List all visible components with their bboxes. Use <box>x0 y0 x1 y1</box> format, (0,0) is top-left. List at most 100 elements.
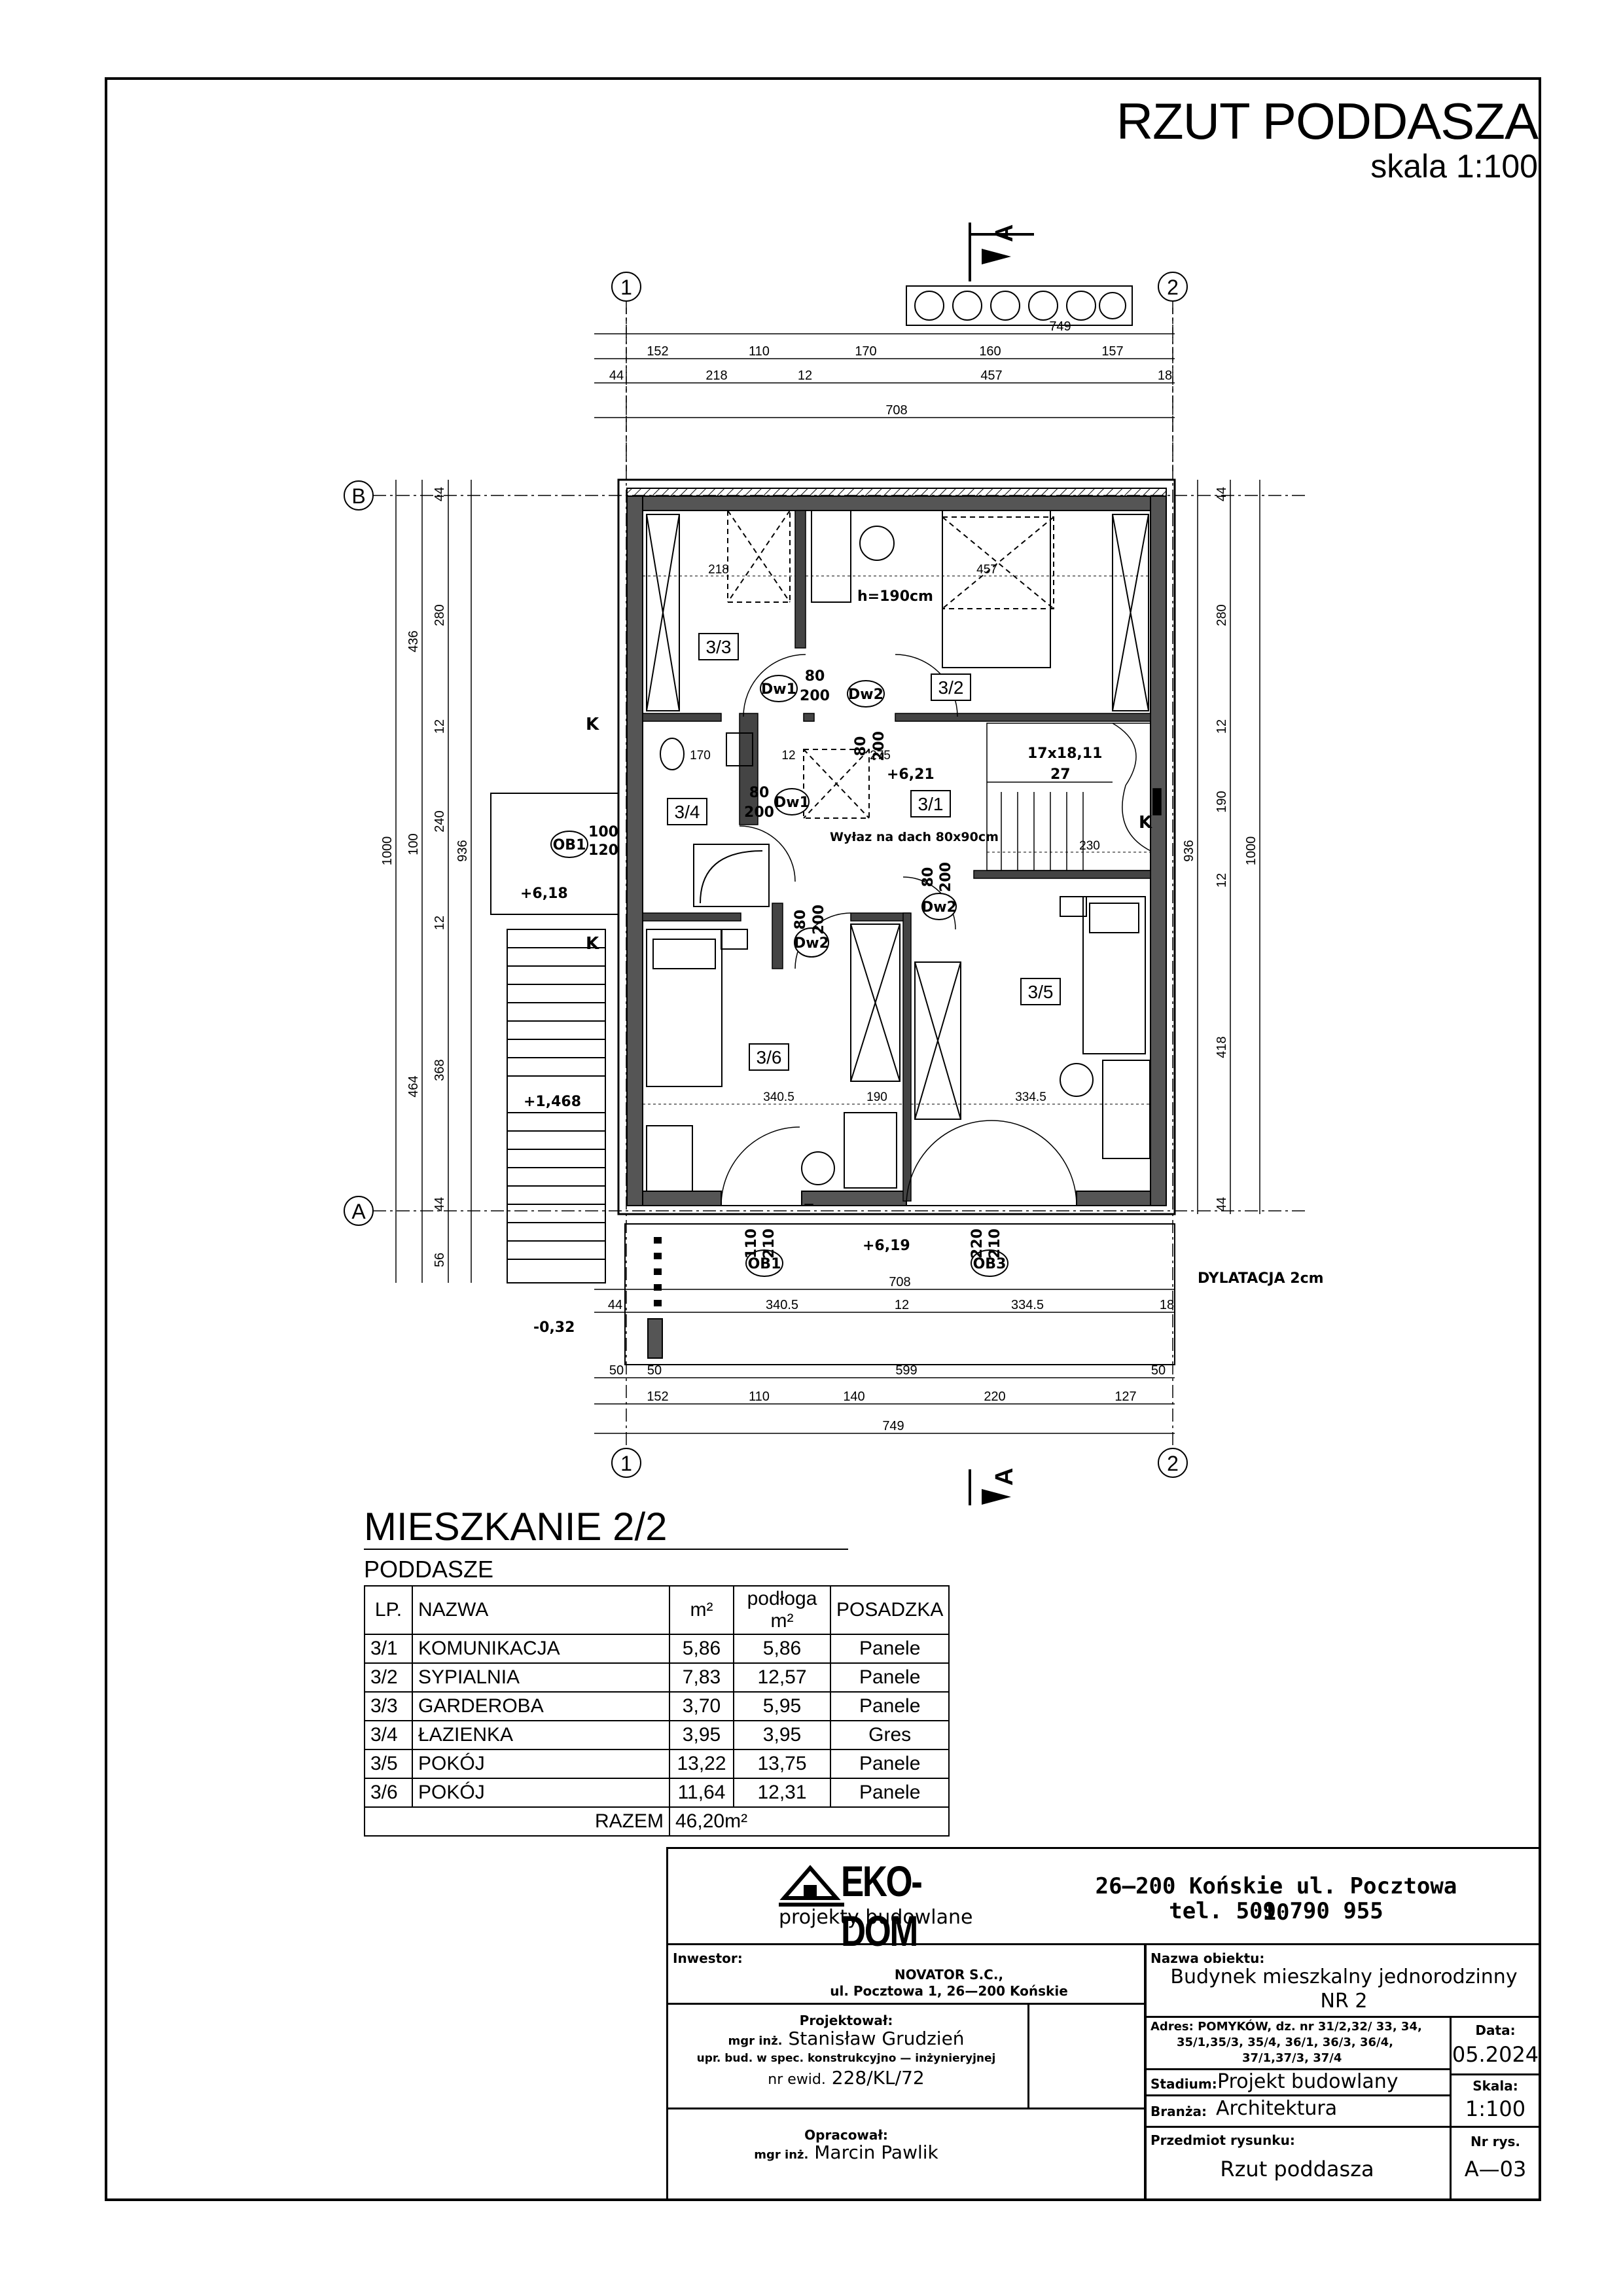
svg-text:K: K <box>1139 813 1152 833</box>
svg-text:1: 1 <box>620 276 632 299</box>
total-label: RAZEM <box>364 1806 670 1837</box>
rule <box>1144 2016 1541 2018</box>
svg-text:44: 44 <box>433 1197 447 1211</box>
svg-text:12: 12 <box>433 916 447 930</box>
svg-text:+6,21: +6,21 <box>887 766 935 783</box>
bottom-balcony <box>624 1223 1175 1365</box>
subject-value: Rzut poddasza <box>1220 2157 1374 2181</box>
svg-text:200: 200 <box>938 862 954 892</box>
svg-text:1000: 1000 <box>380 836 395 866</box>
svg-text:2: 2 <box>1167 276 1179 299</box>
svg-text:936: 936 <box>455 840 470 861</box>
svg-text:12: 12 <box>781 749 795 762</box>
room-labels: 3/3 3/2 3/4 3/1 3/6 3/5 <box>667 633 1061 1071</box>
svg-text:50: 50 <box>647 1363 662 1378</box>
company-logo: EKO-DOM projekty budowlane <box>779 1857 1014 1955</box>
col-header: m² <box>669 1585 734 1635</box>
section-marker-bottom: A <box>969 1468 1018 1505</box>
svg-text:152: 152 <box>647 344 668 359</box>
staircase <box>986 723 1162 871</box>
svg-text:200: 200 <box>811 905 827 935</box>
plan-inner-dims: 218 457 170 275 12 230 340.5 334.5 190 <box>690 563 1100 1104</box>
door-tag: Dw1 <box>761 681 796 698</box>
svg-text:50: 50 <box>1151 1363 1166 1378</box>
section-label-top: A <box>991 224 1018 242</box>
plan-notes: h=190cm 17x18,11 27 Wyłaz na dach 80x90c… <box>520 588 1324 1336</box>
interior-walls <box>642 510 1151 1206</box>
svg-text:280: 280 <box>1215 604 1229 626</box>
rule <box>1144 2068 1450 2070</box>
svg-text:K: K <box>586 934 599 954</box>
bottom-dimension-text: 708 44 340.5 12 334.5 18 50 50 599 50 15… <box>608 1275 1174 1433</box>
col-header: NAZWA <box>412 1585 670 1635</box>
svg-text:200: 200 <box>871 731 887 761</box>
svg-text:50: 50 <box>609 1363 624 1378</box>
svg-text:340.5: 340.5 <box>763 1090 794 1104</box>
table-total-row: RAZEM 46,20m² <box>364 1806 950 1837</box>
title-block <box>666 1847 1541 2201</box>
svg-text:170: 170 <box>855 344 876 359</box>
planter-box <box>906 285 1133 326</box>
svg-text:44: 44 <box>1215 487 1229 501</box>
svg-text:17x18,11: 17x18,11 <box>1027 745 1102 762</box>
branch-label: Branża: <box>1150 2104 1207 2119</box>
window-tag: OB3 <box>973 1256 1007 1272</box>
svg-text:210: 210 <box>761 1229 777 1259</box>
room-label: 3/6 <box>757 1047 782 1067</box>
floor-plan: A A 1 2 1 2 B A <box>344 223 1324 1505</box>
svg-text:80: 80 <box>749 785 770 801</box>
drafter-label: Opracował: <box>804 2127 888 2143</box>
svg-text:44: 44 <box>433 487 447 501</box>
exterior-walls <box>617 478 1176 1215</box>
object-line1: Budynek mieszkalny jednorodzinny <box>1170 1965 1518 1988</box>
svg-text:A: A <box>351 1200 366 1223</box>
svg-text:1000: 1000 <box>1244 836 1258 866</box>
svg-text:200: 200 <box>744 804 774 821</box>
beds <box>646 510 1146 1087</box>
svg-text:368: 368 <box>433 1059 447 1081</box>
right-dimension-text: 44 280 12 190 12 418 44 1000 936 <box>1182 487 1258 1211</box>
section-marker-top: A <box>969 223 1034 281</box>
svg-text:27: 27 <box>1050 766 1071 783</box>
desks-chairs <box>646 510 1150 1192</box>
svg-text:h=190cm: h=190cm <box>857 588 933 605</box>
logo-text: EKO-DOM <box>841 1857 923 1955</box>
svg-text:749: 749 <box>1049 319 1071 334</box>
subject-label: Przedmiot rysunku: <box>1150 2132 1295 2148</box>
door-tag: Dw2 <box>848 687 883 703</box>
svg-text:12: 12 <box>895 1298 909 1312</box>
window-tag: OB1 <box>748 1256 781 1272</box>
external-stair <box>490 793 619 1283</box>
svg-text:K: K <box>586 715 599 734</box>
svg-text:12: 12 <box>798 368 812 383</box>
svg-text:1: 1 <box>620 1452 632 1475</box>
svg-text:120: 120 <box>588 842 618 859</box>
svg-text:80: 80 <box>853 736 869 757</box>
svg-text:18: 18 <box>1158 368 1172 383</box>
branch-value: Architektura <box>1216 2097 1338 2120</box>
designer-label: Projektował: <box>799 2013 893 2028</box>
left-dimension-lines <box>395 480 472 1283</box>
svg-text:44: 44 <box>609 368 624 383</box>
col-header: LP. <box>364 1585 413 1635</box>
date-label: Data: <box>1475 2022 1516 2038</box>
svg-text:936: 936 <box>1182 840 1196 861</box>
door-tag: Dw2 <box>921 899 957 916</box>
address-block: Adres: POMYKÓW, dz. nr 31/2,32/ 33, 34, … <box>1150 2020 1422 2065</box>
top-dimension-text: 749 152 110 170 160 157 44 218 12 457 18… <box>609 319 1172 418</box>
rule <box>1144 2126 1541 2128</box>
svg-text:Wyłaz na dach 80x90cm: Wyłaz na dach 80x90cm <box>830 830 999 844</box>
svg-text:230: 230 <box>1079 839 1100 853</box>
drawing-no-label: Nr rys. <box>1471 2134 1520 2149</box>
room-label: 3/3 <box>706 637 732 657</box>
left-dimension-text: 1000 436 100 464 44 280 12 240 12 368 44… <box>380 487 470 1267</box>
door-tags: Dw1 80 200 Dw2 80 200 Dw1 80 200 Dw2 80 … <box>550 668 1008 1277</box>
apartment-floor: PODDASZE <box>364 1556 494 1583</box>
svg-text:56: 56 <box>433 1253 447 1267</box>
col-header: POSADZKA <box>829 1585 950 1635</box>
scale-label: Skala: <box>1472 2078 1518 2094</box>
